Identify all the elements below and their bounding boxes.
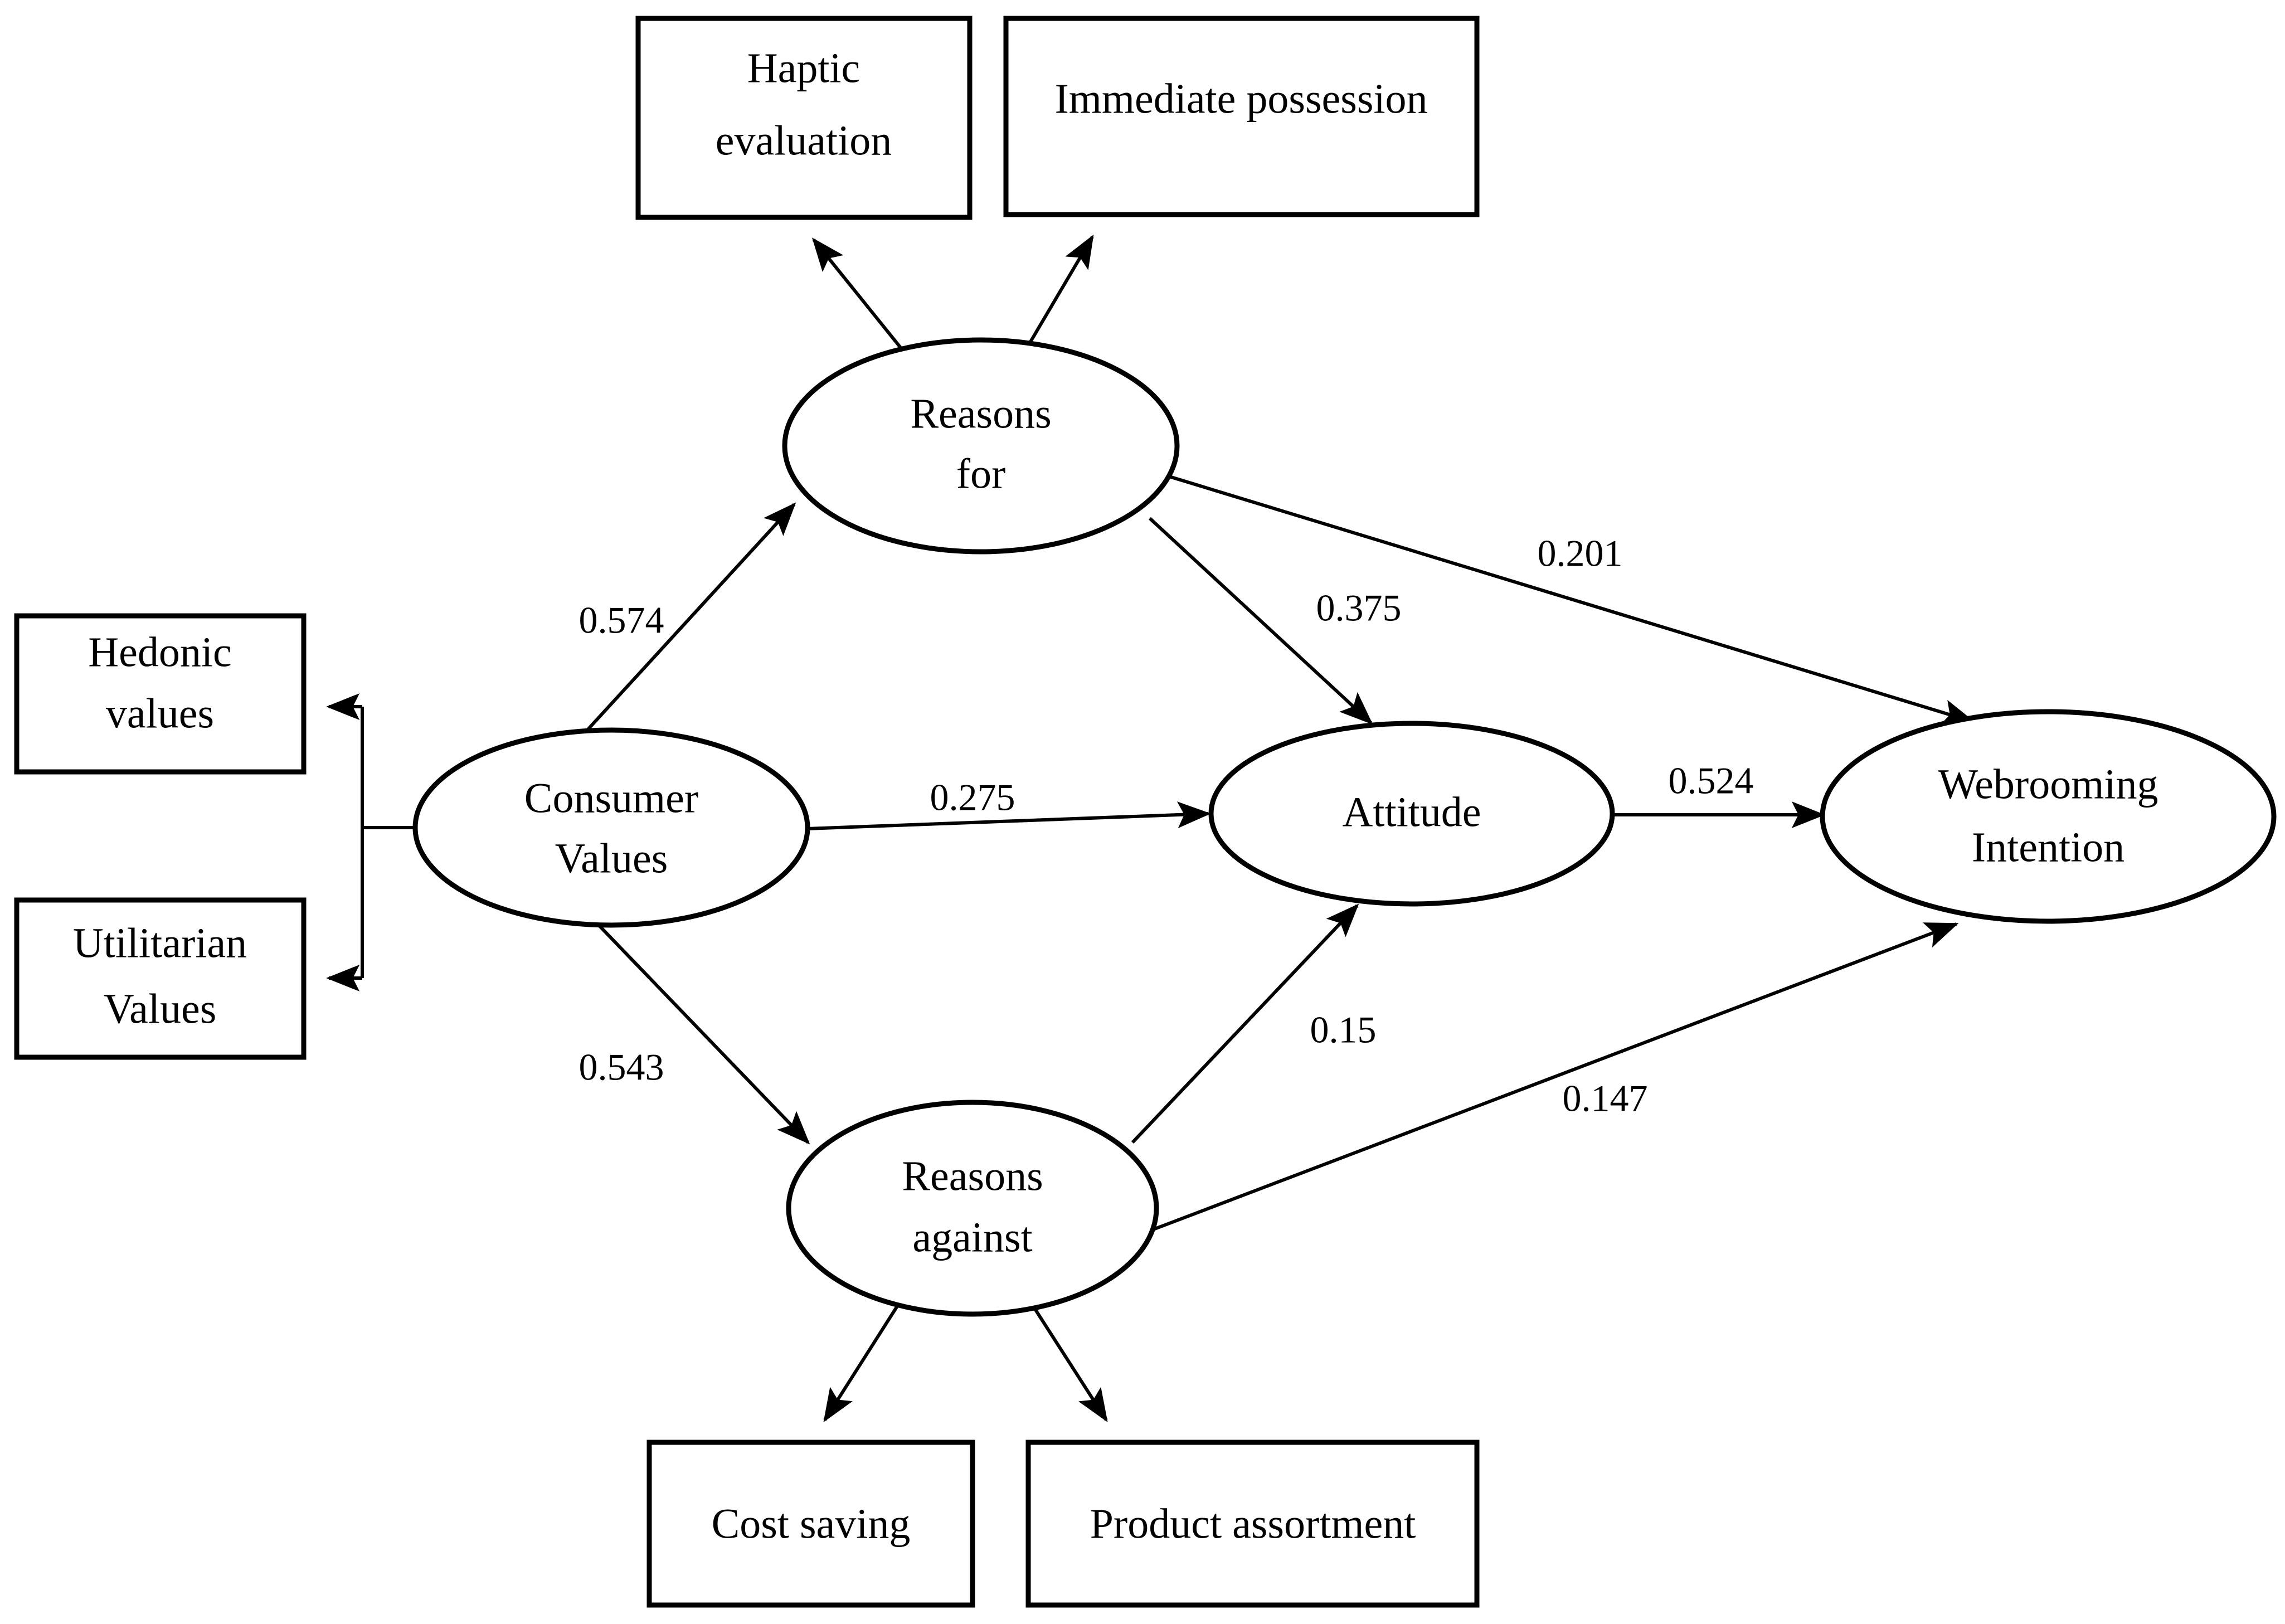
edge-reasons-against-to-cost-saving	[823, 1292, 907, 1423]
node-reasons-against[interactable]: Reasons against	[786, 1100, 1159, 1317]
path-label-reasons-against-to-attitude: 0.15	[1310, 1009, 1377, 1051]
edge-consumer-values-to-attitude	[806, 801, 1211, 830]
node-product-assortment[interactable]: Product assortment	[1025, 1440, 1480, 1608]
utilitarian-values-label-line2: Values	[104, 985, 217, 1032]
reasons-against-ellipse[interactable]	[786, 1100, 1159, 1317]
path-label-consumer-values-to-attitude: 0.275	[930, 776, 1015, 819]
edge-consumer-values-to-reasons-for	[578, 502, 796, 740]
node-cost-saving[interactable]: Cost saving	[646, 1440, 975, 1608]
attitude-label-line1: Attitude	[1342, 789, 1481, 835]
edge-reasons-against-to-attitude	[1131, 903, 1359, 1144]
path-label-reasons-for-to-attitude: 0.375	[1316, 587, 1402, 629]
product-assortment-label-line1: Product assortment	[1090, 1500, 1416, 1547]
edge-reasons-for-to-haptic-evaluation	[811, 237, 907, 355]
webrooming-intention-label-line1: Webrooming	[1938, 761, 2158, 808]
reasons-against-label-line1: Reasons	[902, 1153, 1043, 1199]
node-utilitarian-values[interactable]: Utilitarian Values	[14, 897, 307, 1060]
webrooming-intention-ellipse[interactable]	[1820, 709, 2277, 924]
edge-consumer-values-to-reasons-against	[586, 912, 810, 1145]
product-assortment-box[interactable]	[1025, 1440, 1480, 1608]
edge-reasons-for-to-webrooming-intention	[1169, 475, 1976, 726]
consumer-values-label-line1: Consumer	[524, 775, 698, 821]
edge-reasons-for-to-immediate-possession	[1027, 234, 1094, 347]
haptic-evaluation-label-line1: Haptic	[747, 45, 860, 91]
reasons-for-ellipse[interactable]	[782, 337, 1180, 555]
node-haptic-evaluation[interactable]: Haptic evaluation	[635, 16, 973, 220]
path-label-reasons-against-to-webrooming-intention: 0.147	[1563, 1077, 1648, 1120]
immediate-possession-label-line1: Immediate possession	[1054, 75, 1427, 122]
consumer-values-label-line2: Values	[555, 835, 668, 882]
cost-saving-label-line1: Cost saving	[712, 1500, 911, 1547]
reasons-against-label-line2: against	[912, 1214, 1032, 1261]
path-label-consumer-values-to-reasons-for: 0.574	[579, 599, 664, 641]
edge-reasons-for-to-attitude	[1148, 517, 1373, 725]
edge-consumer-values-to-value-indicators	[326, 693, 415, 991]
utilitarian-values-box[interactable]	[14, 897, 307, 1060]
path-label-consumer-values-to-reasons-against: 0.543	[579, 1046, 664, 1088]
node-hedonic-values[interactable]: Hedonic values	[14, 613, 307, 775]
hedonic-values-box[interactable]	[14, 613, 307, 775]
reasons-for-label-line2: for	[956, 450, 1006, 497]
cost-saving-box[interactable]	[646, 1440, 975, 1608]
node-webrooming-intention[interactable]: Webrooming Intention	[1820, 709, 2277, 924]
haptic-evaluation-box[interactable]	[635, 16, 973, 220]
consumer-values-ellipse[interactable]	[412, 727, 810, 928]
edge-reasons-against-to-webrooming-intention	[1154, 922, 1959, 1231]
node-consumer-values[interactable]: Consumer Values	[412, 727, 810, 928]
path-label-reasons-for-to-webrooming-intention: 0.201	[1538, 532, 1623, 575]
attitude-ellipse[interactable]	[1208, 721, 1615, 907]
webrooming-intention-label-line2: Intention	[1972, 824, 2124, 871]
node-immediate-possession[interactable]: Immediate possession	[1003, 16, 1480, 217]
hedonic-values-label-line2: values	[106, 690, 214, 737]
edge-reasons-against-to-product-assortment	[1027, 1297, 1108, 1423]
node-reasons-for[interactable]: Reasons for	[782, 337, 1180, 555]
node-attitude[interactable]: Attitude	[1208, 721, 1615, 907]
path-label-attitude-to-webrooming-intention: 0.524	[1669, 760, 1754, 802]
immediate-possession-box[interactable]	[1003, 16, 1480, 217]
utilitarian-values-label-line1: Utilitarian	[73, 920, 247, 966]
reasons-for-label-line1: Reasons	[910, 390, 1051, 437]
hedonic-values-label-line1: Hedonic	[88, 629, 231, 675]
haptic-evaluation-label-line2: evaluation	[716, 117, 892, 164]
